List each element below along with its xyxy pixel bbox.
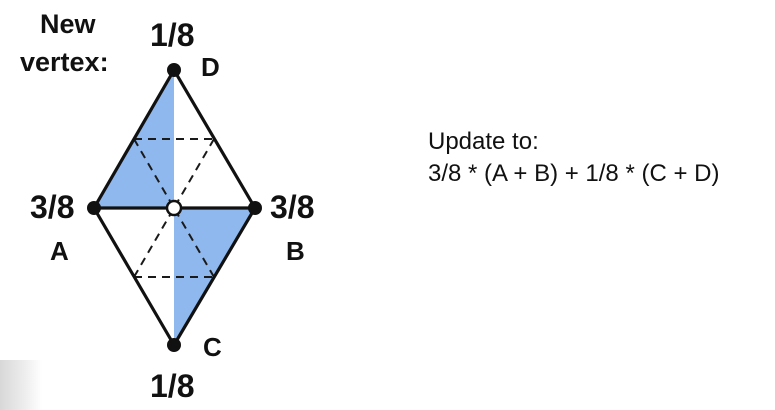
vertex-c-name: C	[203, 332, 222, 362]
vertex-c-dot	[167, 338, 181, 352]
edge-b-c	[172, 207, 257, 346]
vertex-a-dot	[87, 201, 101, 215]
vertex-c-weight: 1/8	[150, 368, 195, 404]
edge-d-b	[172, 69, 257, 209]
corner-thumbnail-fragment	[0, 360, 42, 410]
heading-line-1: New	[40, 9, 96, 39]
vertex-a-weight: 3/8	[30, 189, 75, 225]
subdivision-dashed-edge	[173, 138, 215, 209]
vertex-d-name: D	[201, 52, 220, 82]
vertex-d-weight: 1/8	[150, 17, 195, 53]
subdivision-dashed-edge	[133, 207, 175, 278]
vertex-d-dot	[167, 63, 181, 77]
vertex-b-dot	[248, 201, 262, 215]
new-vertex-dot	[165, 199, 183, 217]
vertex-b-name: B	[286, 236, 305, 266]
vertex-b-weight: 3/8	[270, 189, 315, 225]
update-rule-formula: 3/8 * (A + B) + 1/8 * (C + D)	[428, 160, 720, 187]
edge-d-a	[92, 69, 176, 209]
heading-line-2: vertex:	[20, 47, 109, 77]
update-rule-title: Update to:	[428, 128, 539, 155]
edge-a-c	[92, 207, 176, 346]
vertex-a-name: A	[50, 236, 69, 266]
